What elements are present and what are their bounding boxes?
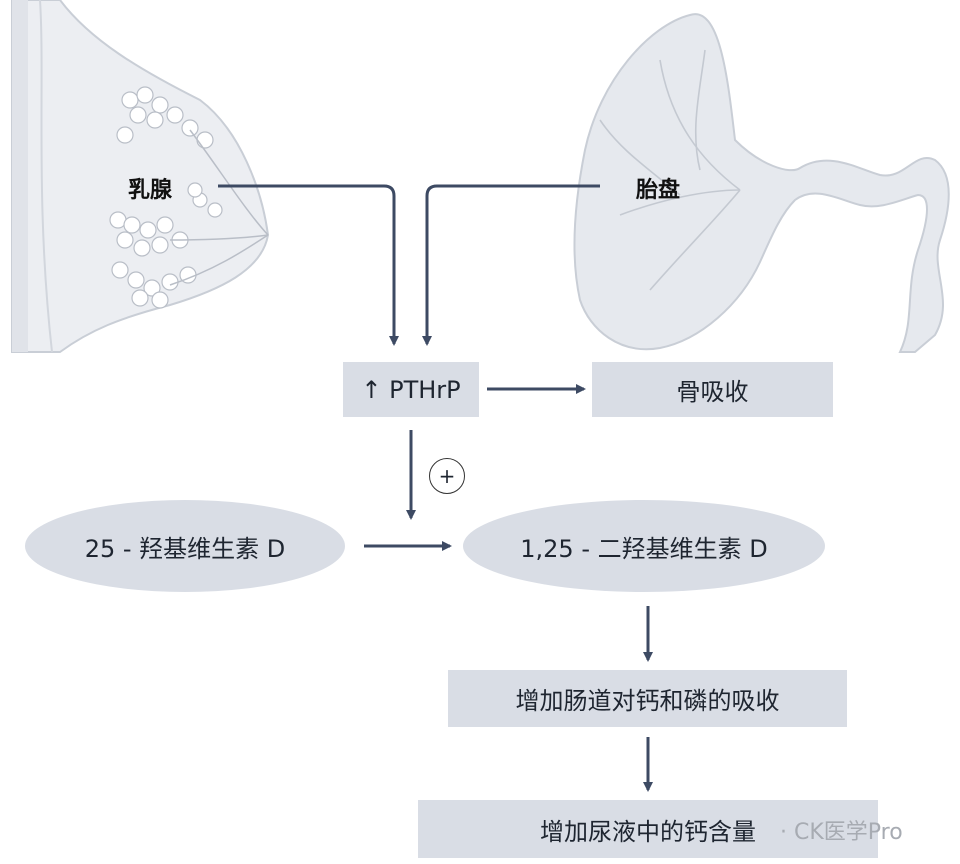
pthrp-node: ↑ PTHrP bbox=[343, 362, 479, 417]
mammary-gland-illustration bbox=[11, 0, 270, 353]
placenta-label: 胎盘 bbox=[636, 178, 681, 203]
placenta-to-pthrp-arrow bbox=[422, 184, 600, 346]
bone-resorption-node: 骨吸收 bbox=[592, 362, 833, 417]
mammary-to-pthrp-arrow bbox=[218, 184, 399, 346]
mammary-label: 乳腺 bbox=[128, 178, 173, 203]
placenta-illustration bbox=[573, 13, 950, 353]
stimulation-symbol: + bbox=[429, 458, 465, 494]
vitamin-d-25-node: 25 - 羟基维生素 D bbox=[25, 500, 345, 592]
vitamin-d-125-node: 1,25 - 二羟基维生素 D bbox=[463, 500, 825, 592]
watermark: · CK医学Pro bbox=[780, 820, 903, 845]
urinary-calcium-node: 增加尿液中的钙含量 bbox=[418, 800, 878, 858]
intestinal-absorption-node: 增加肠道对钙和磷的吸收 bbox=[448, 670, 847, 727]
